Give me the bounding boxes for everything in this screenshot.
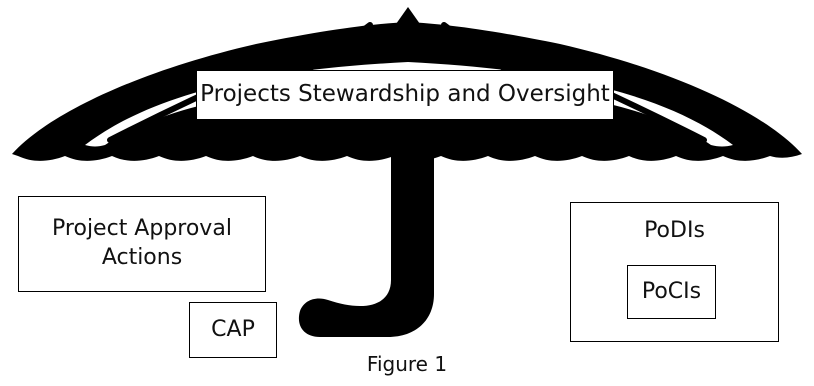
podis-box: PoDIs PoCIs xyxy=(570,202,779,342)
stewardship-oversight-label: Projects Stewardship and Oversight xyxy=(200,81,610,108)
cap-box: CAP xyxy=(189,302,277,358)
umbrella-tip xyxy=(396,7,420,24)
cap-label: CAP xyxy=(211,316,255,342)
project-approval-label: Project Approval Actions xyxy=(52,216,232,270)
stewardship-oversight-box: Projects Stewardship and Oversight xyxy=(196,70,614,120)
project-approval-box: Project Approval Actions xyxy=(18,196,266,292)
figure-caption: Figure 1 xyxy=(366,352,448,376)
pocis-label: PoCIs xyxy=(641,278,702,304)
umbrella-shaft xyxy=(298,154,434,337)
pocis-box: PoCIs xyxy=(627,265,716,319)
podis-label: PoDIs xyxy=(644,218,705,243)
